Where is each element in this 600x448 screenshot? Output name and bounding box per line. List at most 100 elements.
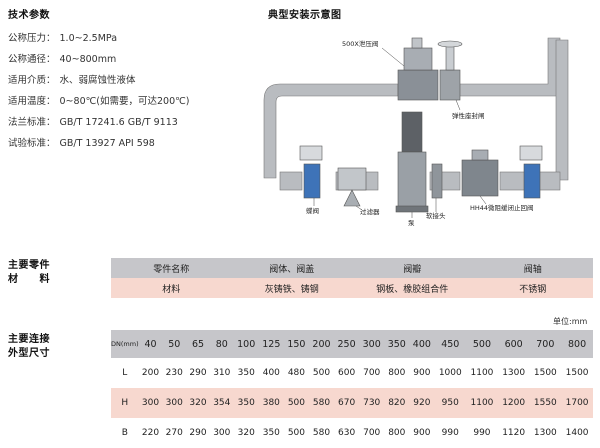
outlet-actuator <box>519 145 543 161</box>
dims-cell: 320 <box>237 428 255 438</box>
spec-row: 适用温度：0~80℃(如需要，可达200℃) <box>8 93 190 107</box>
dims-cell: 580 <box>312 428 331 438</box>
dims-cell: 230 <box>165 368 183 378</box>
dn-cell: 125 <box>258 330 284 358</box>
dn-cell: 50 <box>162 330 187 358</box>
check-valve-top <box>471 149 489 161</box>
parts-cell: 材料 <box>111 278 232 298</box>
spec-row: 公称通径：40~800mm <box>8 51 116 65</box>
diagram-title: 典型安装示意图 <box>268 10 342 21</box>
dims-cell: 500 <box>312 368 331 378</box>
dn-cell: 150 <box>283 330 309 358</box>
dims-row-label: L <box>122 368 128 378</box>
dims-cell: 820 <box>384 388 410 418</box>
butterfly-valve-body <box>303 163 321 199</box>
dims-cell: 480 <box>287 368 305 378</box>
installation-diagram: 500X泄压阀 弹性座封闸 蝶阀 过滤器 泵 软接头 HH44微阻缓闭止回阀 <box>263 37 569 227</box>
dims-cell: 500 <box>283 388 309 418</box>
soft-joint-flange <box>431 163 443 199</box>
dn-cell: 400 <box>409 330 435 358</box>
dims-cell: 990 <box>473 428 491 438</box>
dims-title-line2: 外型尺寸 <box>8 348 50 359</box>
dims-cell: 1000 <box>438 368 462 378</box>
dims-cell: 220 <box>141 428 160 438</box>
dims-title-line1: 主要连接 <box>8 334 50 345</box>
dims-cell: 630 <box>338 428 356 438</box>
filter-strainer <box>343 189 361 207</box>
dims-cell: 1300 <box>502 368 526 378</box>
return-pipe <box>555 39 569 181</box>
parts-table: 零件名称 阀体、阀盖 阀瓣 阀轴 材料 灰铸铁、铸钢 钢板、橡胶组合件 不锈钢 <box>111 258 593 298</box>
dn-cell: 450 <box>434 330 467 358</box>
dims-cell: 1100 <box>466 388 498 418</box>
spec-row: 法兰标准：GB/T 17241.6 GB/T 9113 <box>8 114 178 128</box>
upper-pipe <box>458 37 561 97</box>
dims-cell: 350 <box>233 388 259 418</box>
dims-cell: 380 <box>258 388 284 418</box>
spec-key: 法兰标准： <box>8 117 56 128</box>
dims-cell: 290 <box>189 428 207 438</box>
dims-cell: 800 <box>388 428 406 438</box>
dims-cell: 350 <box>262 428 280 438</box>
dn-cell: 600 <box>497 330 530 358</box>
unit-note: 单位:mm <box>553 317 588 326</box>
dims-cell: 1500 <box>565 368 589 378</box>
dims-cell: 300 <box>138 388 163 418</box>
parts-header-cell: 阀体、阀盖 <box>231 258 352 278</box>
dn-cell: 65 <box>186 330 210 358</box>
dn-cell: 100 <box>233 330 259 358</box>
dn-cell: 800 <box>561 330 593 358</box>
filter-body <box>337 167 367 191</box>
dims-cell: 900 <box>413 368 431 378</box>
spec-value: 水、弱腐蚀性液体 <box>59 75 136 86</box>
tech-title: 技术参数 <box>8 10 50 21</box>
spec-row: 公称压力：1.0~2.5MPa <box>8 30 117 44</box>
parts-header-cell: 阀轴 <box>472 258 593 278</box>
dims-cell: 1300 <box>533 428 557 438</box>
label-filter: 过滤器 <box>360 207 380 216</box>
parts-material-row: 材料 灰铸铁、铸钢 钢板、橡胶组合件 不锈钢 <box>111 278 593 298</box>
label-butterfly: 蝶阀 <box>306 206 319 215</box>
check-valve-body <box>461 159 499 197</box>
dn-cell: 250 <box>334 330 360 358</box>
spec-key: 适用温度： <box>8 96 56 107</box>
pump-motor <box>401 111 423 153</box>
dims-cell: 300 <box>162 388 187 418</box>
spec-value: 40~800mm <box>59 54 117 65</box>
parts-cell: 钢板、橡胶组合件 <box>352 278 473 298</box>
parts-title-line2: 材 料 <box>8 274 50 285</box>
outlet-valve-body <box>523 163 541 199</box>
dims-cell: 310 <box>213 368 231 378</box>
dims-cell: 320 <box>186 388 210 418</box>
parts-title-line1: 主要零件 <box>8 260 50 271</box>
relief-valve-body <box>397 69 439 101</box>
spec-row: 适用介质：水、弱腐蚀性液体 <box>8 72 136 86</box>
dn-cell: 300 <box>359 330 385 358</box>
soft-seal-handwheel <box>437 40 463 48</box>
spec-key: 试验标准： <box>8 138 56 149</box>
dims-cell: 1700 <box>561 388 593 418</box>
label-relief-valve: 500X泄压阀 <box>342 39 378 48</box>
dims-cell: 700 <box>363 428 381 438</box>
spec-row: 试验标准：GB/T 13927 API 598 <box>8 135 155 149</box>
dims-cell: 270 <box>165 428 183 438</box>
dn-cell: 40 <box>138 330 163 358</box>
spec-key: 适用介质： <box>8 75 56 86</box>
dims-row-label: B <box>121 428 128 438</box>
soft-seal-stem <box>445 43 455 71</box>
spec-value: 0~80℃(如需要，可达200℃) <box>59 96 190 107</box>
parts-header-row: 零件名称 阀体、阀盖 阀瓣 阀轴 <box>111 258 593 278</box>
inlet-stub <box>279 171 303 191</box>
parts-cell: 不锈钢 <box>472 278 593 298</box>
dn-cell: 80 <box>209 330 234 358</box>
inlet-pipe <box>263 83 399 179</box>
dims-cell: 990 <box>441 428 459 438</box>
dims-cell: 700 <box>363 368 381 378</box>
parts-header-cell: 零件名称 <box>111 258 232 278</box>
soft-seal-valve-body <box>439 69 461 101</box>
dims-cell: 600 <box>338 368 356 378</box>
dims-cell: 350 <box>237 368 255 378</box>
